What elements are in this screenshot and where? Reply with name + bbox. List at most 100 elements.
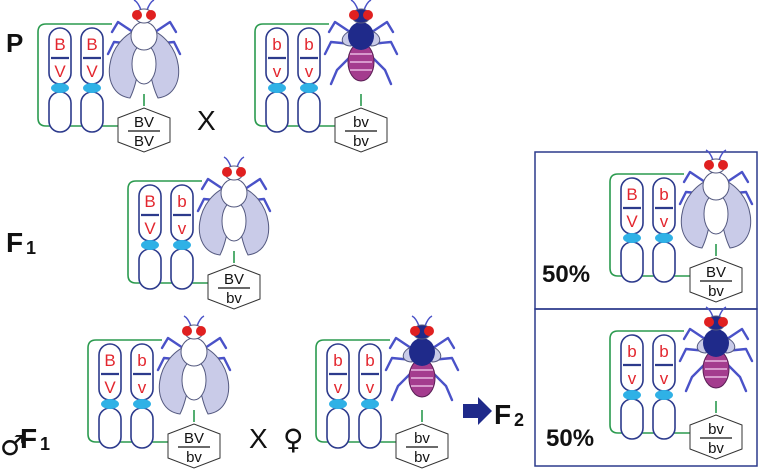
fly-leg bbox=[200, 336, 228, 352]
genotype-top: BV bbox=[184, 430, 204, 447]
chromosome-lower-arm bbox=[130, 407, 154, 449]
allele-label: v bbox=[178, 219, 187, 238]
fly-leg bbox=[327, 20, 355, 36]
centromere bbox=[133, 399, 151, 409]
allele-label: v bbox=[628, 369, 637, 388]
allele-label: b bbox=[272, 35, 281, 54]
allele-label: v bbox=[660, 212, 669, 231]
genotype-top: bv bbox=[708, 421, 724, 438]
centromere bbox=[329, 399, 347, 409]
allele-label: B bbox=[54, 35, 65, 54]
chromosome-lower-arm bbox=[265, 91, 289, 133]
pairing-bracket bbox=[609, 330, 690, 434]
allele-label: b bbox=[365, 351, 374, 370]
genotype-bottom: bv bbox=[708, 440, 724, 457]
fly-leg bbox=[160, 336, 188, 352]
allele-label: v bbox=[660, 369, 669, 388]
fly-thorax bbox=[409, 338, 435, 366]
genotype-hexagon bbox=[689, 414, 743, 460]
centromere bbox=[268, 83, 286, 93]
centromere bbox=[300, 83, 318, 93]
genotype-hexagon bbox=[395, 423, 449, 469]
allele-label: V bbox=[626, 212, 638, 231]
fly-eye bbox=[718, 317, 728, 327]
genotype-hexagon bbox=[689, 257, 743, 303]
centromere bbox=[361, 399, 379, 409]
pairing-bracket bbox=[127, 180, 208, 284]
chromosome-lower-arm bbox=[652, 241, 676, 283]
fly-leg bbox=[240, 177, 268, 193]
fly-thorax bbox=[703, 329, 729, 357]
pairing-bracket bbox=[609, 173, 690, 277]
genotype-top: BV bbox=[224, 271, 244, 288]
f2-result-box-bottom bbox=[534, 308, 758, 467]
allele-label: B bbox=[626, 185, 637, 204]
chromosome-lower-arm bbox=[98, 407, 122, 449]
arrow-right-icon bbox=[463, 397, 492, 425]
centromere bbox=[655, 390, 673, 400]
male-symbol: ♂ bbox=[0, 429, 25, 462]
chromosome-lower-arm bbox=[652, 398, 676, 440]
centromere bbox=[101, 399, 119, 409]
allele-label: v bbox=[273, 62, 282, 81]
allele-label: V bbox=[54, 62, 66, 81]
fly-eye bbox=[363, 10, 373, 20]
fly-thorax bbox=[702, 171, 730, 201]
allele-label: b bbox=[304, 35, 313, 54]
allele-label: b bbox=[177, 192, 186, 211]
allele-label: b bbox=[333, 351, 342, 370]
fly-leg bbox=[682, 327, 710, 343]
genotype-hexagon bbox=[207, 264, 261, 310]
f2-label: F bbox=[494, 399, 511, 430]
fly-thorax bbox=[180, 337, 208, 367]
fly-eye bbox=[132, 10, 142, 20]
fly-leg bbox=[110, 20, 138, 36]
allele-label: v bbox=[366, 378, 375, 397]
f2-top-percentage: 50% bbox=[542, 261, 590, 288]
centromere bbox=[655, 233, 673, 243]
allele-label: v bbox=[138, 378, 147, 397]
fly-antenna bbox=[236, 156, 245, 168]
genotype-bottom: bv bbox=[414, 449, 430, 466]
fly-eye bbox=[718, 160, 728, 170]
chromosome-lower-arm bbox=[326, 407, 350, 449]
centromere bbox=[83, 83, 101, 93]
fly-antenna bbox=[133, 0, 142, 11]
f2-label-sub: 2 bbox=[514, 410, 524, 430]
chromosome-lower-arm bbox=[80, 91, 104, 133]
centromere bbox=[623, 233, 641, 243]
fly-leg bbox=[388, 336, 416, 352]
allele-label: V bbox=[86, 62, 98, 81]
pairing-bracket bbox=[37, 23, 118, 127]
cross-sign-p: X bbox=[197, 105, 216, 136]
centromere bbox=[173, 240, 191, 250]
fly-antenna bbox=[146, 0, 155, 11]
generation-label-f1: F bbox=[6, 227, 23, 258]
chromosome-lower-arm bbox=[358, 407, 382, 449]
fly-eye bbox=[349, 10, 359, 20]
centromere bbox=[623, 390, 641, 400]
genotype-bottom: bv bbox=[226, 290, 242, 307]
fly-eye bbox=[196, 326, 206, 336]
fly-antenna bbox=[705, 149, 714, 161]
genotype-bottom: BV bbox=[134, 133, 154, 150]
genotype-bottom: bv bbox=[186, 449, 202, 466]
fly-eye bbox=[182, 326, 192, 336]
fly-thorax bbox=[130, 21, 158, 51]
allele-label: B bbox=[144, 192, 155, 211]
fly-eye bbox=[704, 160, 714, 170]
fly-leg bbox=[200, 177, 228, 193]
pairing-bracket bbox=[315, 339, 396, 443]
female-symbol: ♀ bbox=[283, 423, 304, 456]
flies-layer: BVBVBVBVbvbvbvbvBVbvBVbvBVbvBVbvbvbvbvbv… bbox=[37, 0, 754, 469]
cross-label-f1-sub: 1 bbox=[40, 434, 50, 454]
fly-leg bbox=[367, 20, 395, 36]
fly-leg bbox=[150, 20, 178, 36]
centromere bbox=[51, 83, 69, 93]
